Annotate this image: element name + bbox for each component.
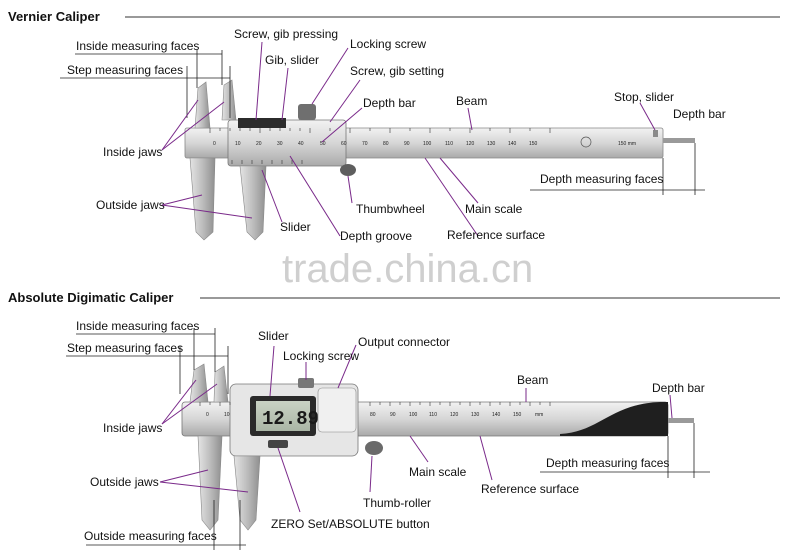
digimatic-section: Absolute Digimatic Caliper 12.89 [8, 290, 780, 550]
digimatic-main-scale-ticks [199, 402, 551, 406]
vernier-stop-slider [653, 130, 658, 137]
label-outside-jaws: Outside jaws [90, 475, 159, 489]
scale-number: 20 [256, 141, 262, 147]
label-inside-measuring-faces: Inside measuring faces [76, 39, 199, 53]
scale-number: 150 [529, 141, 538, 147]
scale-number: 40 [298, 141, 304, 147]
vernier-caliper-illustration: 0 10 20 30 40 50 60 70 80 90 100 110 120… [184, 79, 695, 241]
label-outside-jaws: Outside jaws [96, 198, 165, 212]
label-gib-slider: Gib, slider [265, 53, 319, 67]
vernier-main-scale-ticks [209, 128, 551, 133]
vernier-gib [238, 118, 286, 128]
digimatic-outside-jaw-fixed [197, 435, 223, 531]
vernier-vernier-scale [231, 160, 303, 164]
label-thumbwheel: Thumbwheel [356, 202, 425, 216]
scale-number: 70 [362, 141, 368, 147]
vernier-depth-bar [663, 138, 695, 143]
label-depth-groove: Depth groove [340, 229, 412, 243]
lcd-screen [256, 401, 310, 431]
watermark: trade.china.cn [282, 247, 533, 291]
label-screw-gib-setting: Screw, gib setting [350, 64, 444, 78]
scale-unit: 150 mm [618, 141, 636, 147]
label-slider: Slider [258, 329, 289, 343]
scale-number: 140 [508, 141, 517, 147]
digimatic-dimension-lines [66, 328, 710, 550]
digimatic-inside-jaw-moving [213, 365, 229, 403]
label-screw-gib-pressing: Screw, gib pressing [234, 27, 338, 41]
label-depth-bar: Depth bar [673, 107, 726, 121]
label-depth-bar-inner: Depth bar [363, 96, 416, 110]
vernier-locking-screw [298, 104, 316, 120]
label-step-measuring-faces: Step measuring faces [67, 341, 183, 355]
digimatic-beam-end [560, 402, 668, 436]
vernier-section: Vernier Caliper [8, 9, 780, 243]
scale-number: 120 [450, 412, 459, 418]
label-depth-bar: Depth bar [652, 381, 705, 395]
digimatic-leader-lines [159, 344, 673, 513]
label-reference-surface: Reference surface [447, 228, 545, 242]
thumb-roller [365, 441, 383, 455]
vernier-leader-lines [161, 41, 656, 237]
vernier-outside-jaw-moving [239, 165, 267, 241]
vernier-dimension-lines [60, 50, 705, 195]
label-beam: Beam [517, 373, 548, 387]
label-depth-measuring-faces: Depth measuring faces [546, 456, 669, 470]
scale-number: 130 [487, 141, 496, 147]
scale-unit: mm [535, 412, 543, 418]
scale-number: 140 [492, 412, 501, 418]
scale-number: 0 [206, 412, 209, 418]
scale-number: 0 [213, 141, 216, 147]
label-stop-slider: Stop, slider [614, 90, 674, 104]
scale-number: 60 [341, 141, 347, 147]
lcd-reading: 12.89 [262, 408, 319, 430]
label-slider: Slider [280, 220, 311, 234]
digimatic-outside-jaw-moving [233, 455, 261, 531]
output-connector [317, 387, 357, 433]
label-step-measuring-faces: Step measuring faces [67, 63, 183, 77]
scale-number: 80 [370, 412, 376, 418]
vernier-title: Vernier Caliper [8, 9, 100, 24]
label-thumb-roller: Thumb-roller [363, 496, 431, 510]
vernier-inside-jaw-fixed [194, 81, 211, 129]
label-locking-screw: Locking screw [283, 349, 359, 363]
scale-number: 10 [224, 412, 230, 418]
scale-number: 100 [423, 141, 432, 147]
vernier-outside-jaw-fixed [189, 157, 216, 241]
scale-number: 90 [390, 412, 396, 418]
scale-number: 30 [277, 141, 283, 147]
brand-logo-icon [580, 136, 592, 148]
digimatic-inside-jaw-fixed [189, 363, 209, 403]
label-output-connector: Output connector [358, 335, 450, 349]
zero-set-button[interactable] [268, 440, 288, 448]
label-main-scale: Main scale [409, 465, 467, 479]
label-zero-set-button: ZERO Set/ABSOLUTE button [271, 517, 430, 531]
scale-number: 100 [409, 412, 418, 418]
vernier-thumbwheel [340, 164, 356, 176]
digimatic-caliper-illustration: 12.89 0 10 80 90 100 110 120 130 140 150… [181, 363, 694, 531]
label-inside-jaws: Inside jaws [103, 421, 162, 435]
scale-number: 150 [513, 412, 522, 418]
scale-number: 120 [466, 141, 475, 147]
scale-number: 110 [429, 412, 437, 418]
label-inside-measuring-faces: Inside measuring faces [76, 319, 199, 333]
label-main-scale: Main scale [465, 202, 523, 216]
label-outside-measuring-faces: Outside measuring faces [84, 529, 217, 543]
label-inside-jaws: Inside jaws [103, 145, 162, 159]
label-locking-screw: Locking screw [350, 37, 426, 51]
digimatic-locking-screw [298, 378, 314, 388]
digimatic-title: Absolute Digimatic Caliper [8, 290, 173, 305]
label-reference-surface: Reference surface [481, 482, 579, 496]
label-beam: Beam [456, 94, 487, 108]
scale-number: 110 [445, 141, 453, 147]
scale-number: 80 [383, 141, 389, 147]
scale-number: 50 [320, 141, 326, 147]
vernier-inside-jaw-moving [221, 79, 237, 121]
digimatic-depth-bar [668, 418, 694, 423]
scale-number: 90 [404, 141, 410, 147]
label-depth-measuring-faces: Depth measuring faces [540, 172, 663, 186]
scale-number: 10 [235, 141, 241, 147]
scale-number: 130 [471, 412, 480, 418]
vernier-slider [227, 119, 347, 167]
